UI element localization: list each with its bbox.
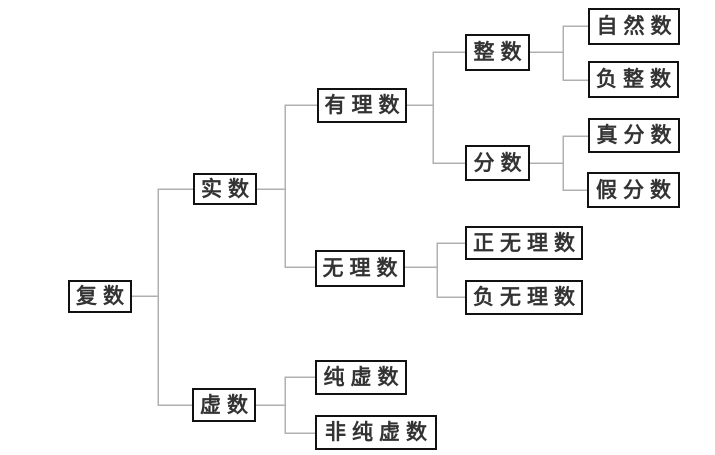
node-non-pure-imaginary-label: 非纯虚数 xyxy=(325,420,433,444)
connector-fraction-children xyxy=(530,135,588,191)
connector-rational-children xyxy=(407,51,465,164)
node-imaginary-label: 虚数 xyxy=(200,392,254,417)
node-fraction: 分数 xyxy=(465,145,530,181)
node-improper-fraction-label: 假分数 xyxy=(596,177,677,202)
node-improper-fraction: 假分数 xyxy=(587,172,680,208)
node-pure-imaginary: 纯虚数 xyxy=(315,360,407,395)
node-natural: 自然数 xyxy=(588,8,680,45)
node-negative-irrational: 负无理数 xyxy=(465,280,583,315)
connector-integer-children xyxy=(530,25,588,81)
connector-complex-children xyxy=(132,188,193,406)
node-real: 实数 xyxy=(193,173,257,205)
node-positive-irrational-label: 正无理数 xyxy=(473,230,581,255)
node-non-pure-imaginary: 非纯虚数 xyxy=(315,415,437,450)
node-fraction-label: 分数 xyxy=(473,150,528,175)
connector-imaginary-children xyxy=(256,376,315,434)
connector-irrational-children xyxy=(405,242,465,298)
node-natural-label: 自然数 xyxy=(596,14,678,38)
node-negative-integer: 负整数 xyxy=(588,61,679,98)
node-proper-fraction-label: 真分数 xyxy=(596,123,678,147)
node-integer-label: 整数 xyxy=(473,40,528,64)
node-proper-fraction: 真分数 xyxy=(588,118,680,153)
connector-real-children xyxy=(257,104,317,268)
node-irrational-label: 无理数 xyxy=(322,256,404,280)
node-complex: 复数 xyxy=(68,280,132,313)
node-positive-irrational: 正无理数 xyxy=(465,226,583,260)
node-pure-imaginary-label: 纯虚数 xyxy=(323,365,405,389)
node-imaginary: 虚数 xyxy=(192,388,256,422)
node-integer: 整数 xyxy=(465,34,530,71)
node-rational-label: 有理数 xyxy=(324,93,406,117)
node-negative-integer-label: 负整数 xyxy=(596,67,677,91)
node-negative-irrational-label: 负无理数 xyxy=(473,285,581,309)
node-complex-label: 复数 xyxy=(76,284,130,308)
node-real-label: 实数 xyxy=(201,176,255,201)
node-irrational: 无理数 xyxy=(315,250,405,287)
node-rational: 有理数 xyxy=(317,88,407,123)
